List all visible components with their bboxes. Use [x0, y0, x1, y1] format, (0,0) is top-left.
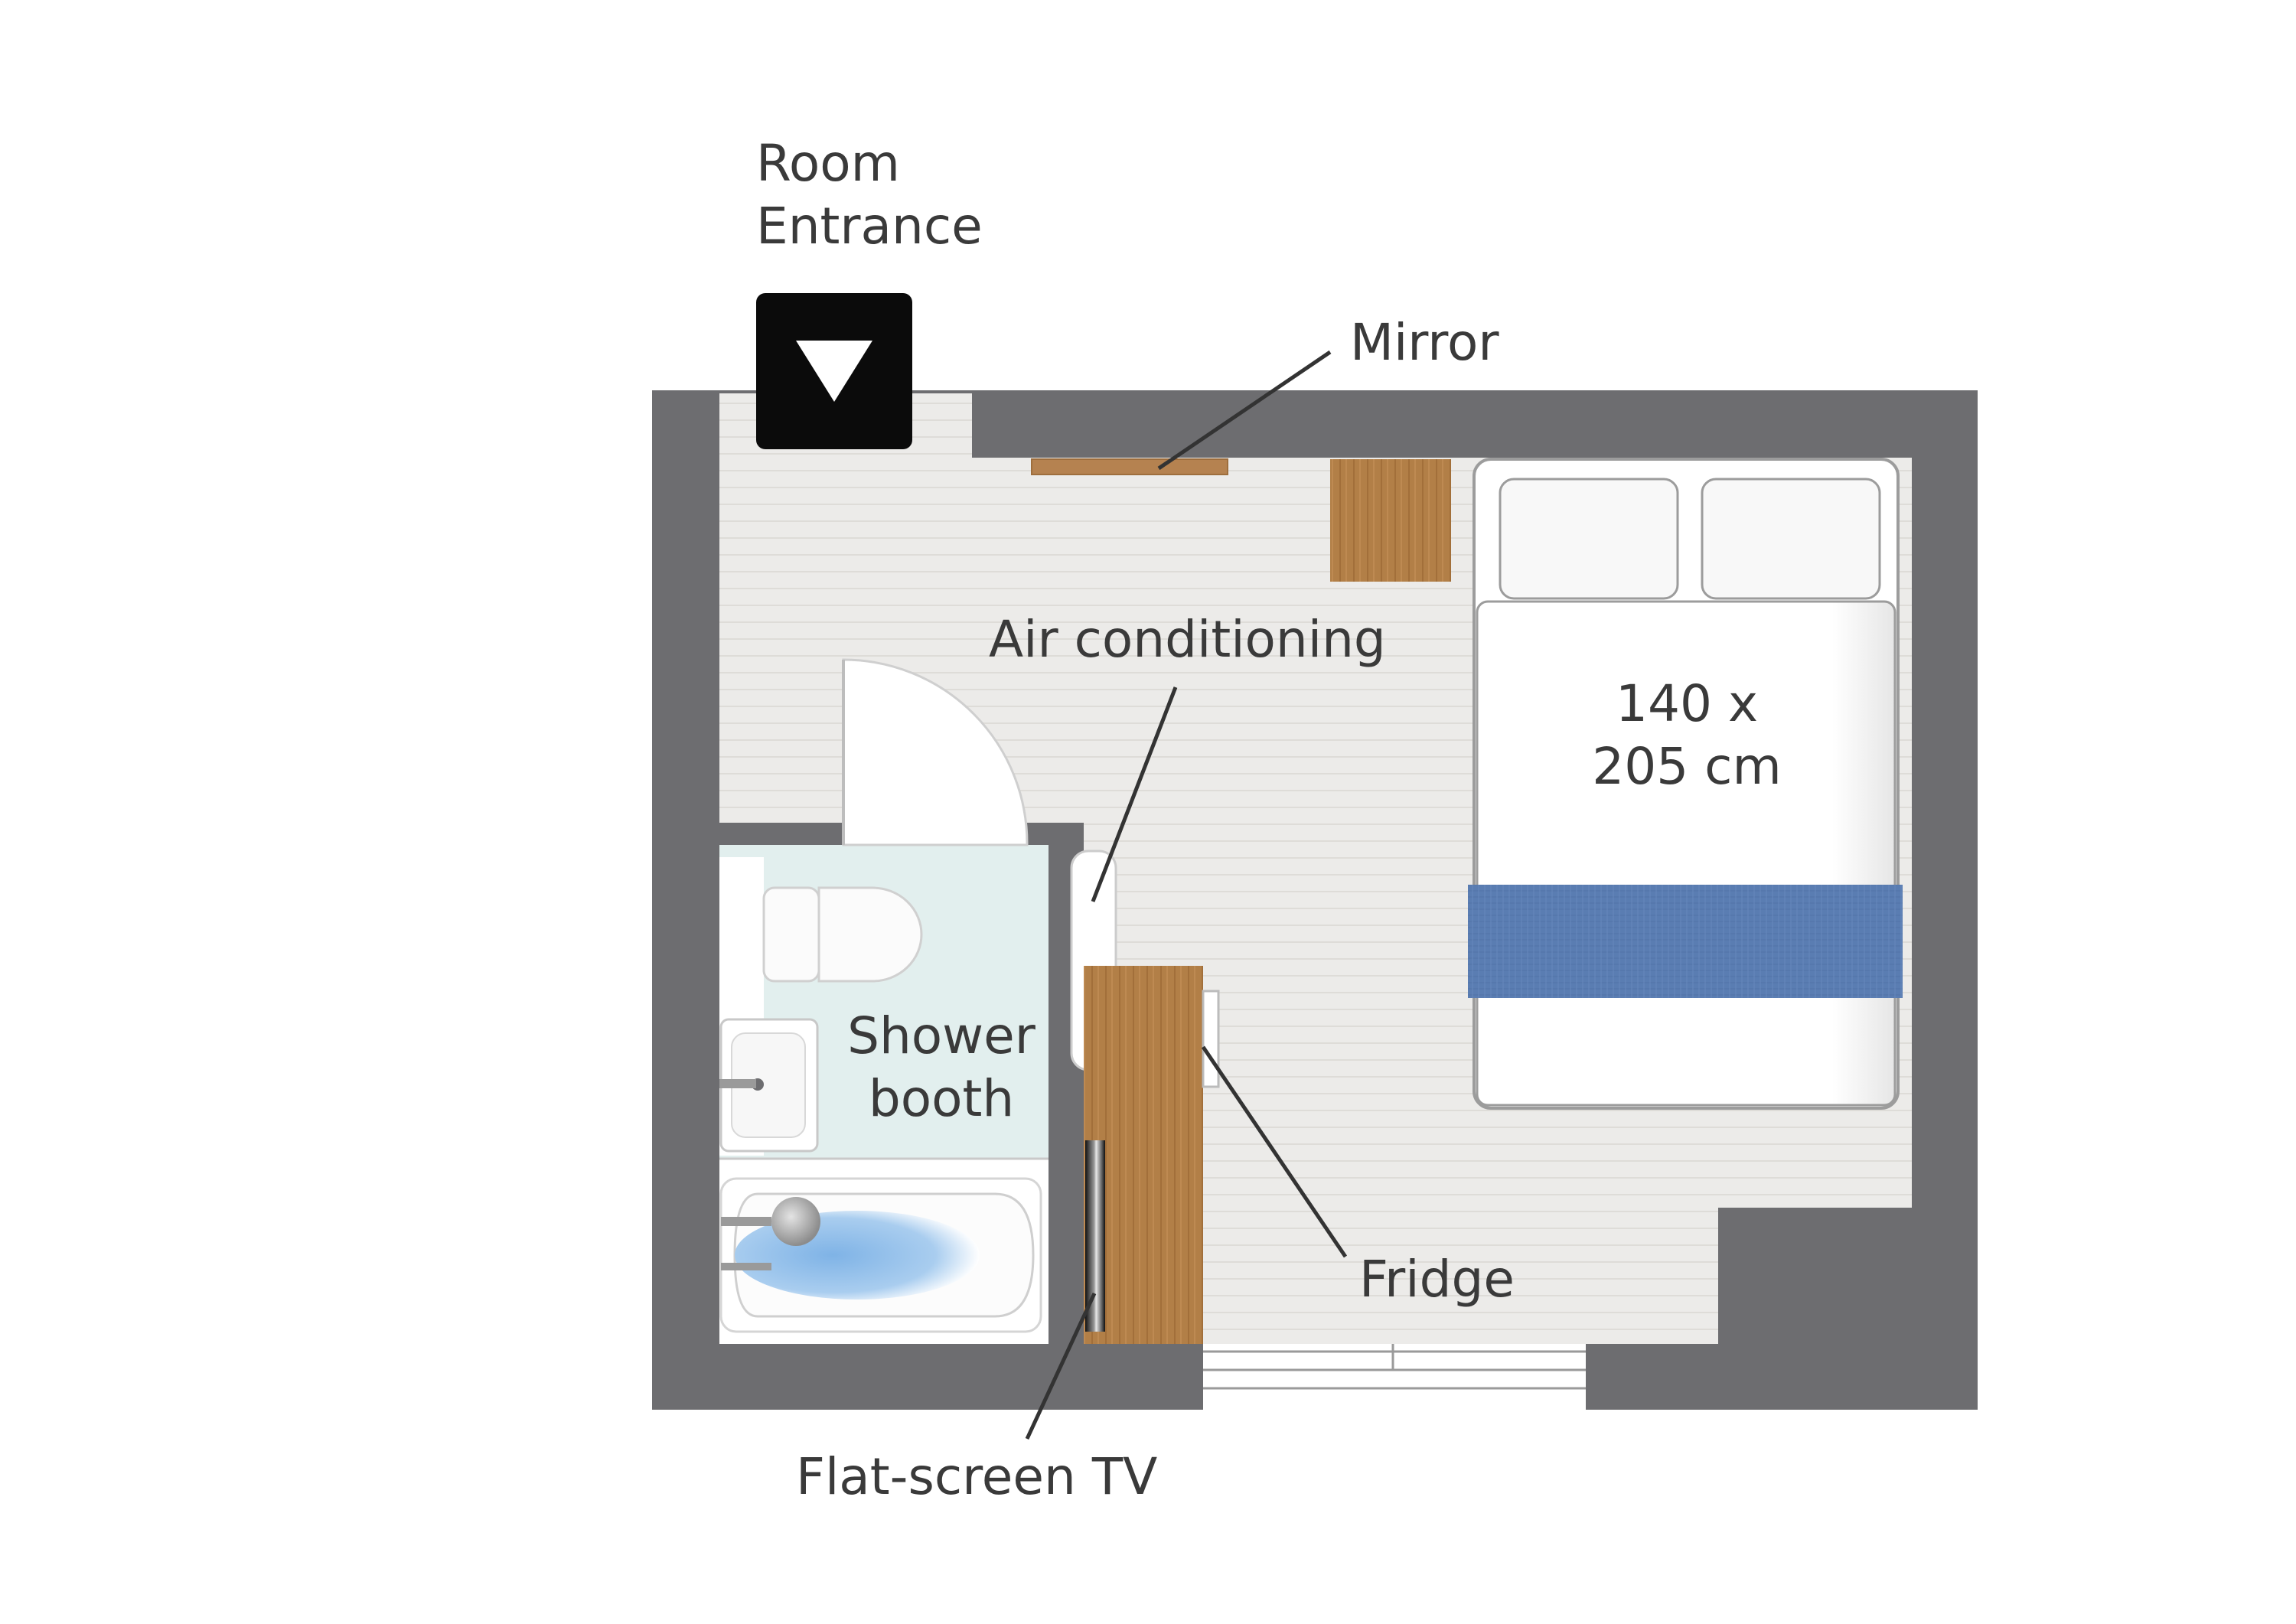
mirror — [1031, 458, 1228, 475]
entrance-label-line2: Entrance — [756, 197, 983, 256]
air-conditioning-label: Air conditioning — [989, 610, 1386, 669]
leader-lines — [1025, 350, 1348, 1440]
entrance-label-line1: Room — [756, 134, 900, 193]
flat-screen-tv — [1085, 1140, 1105, 1332]
bathtub — [719, 1177, 1042, 1333]
toilet — [762, 886, 923, 983]
fridge — [1202, 990, 1220, 1088]
tv-label: Flat-screen TV — [796, 1447, 1157, 1506]
fridge-label: Fridge — [1359, 1250, 1515, 1309]
window — [1203, 1344, 1586, 1411]
entrance-marker[interactable] — [756, 293, 912, 449]
shower-label-line2: booth — [869, 1069, 1014, 1128]
bathroom-door[interactable] — [842, 658, 1029, 846]
bed[interactable] — [1468, 458, 1903, 1110]
bedside-table — [1330, 459, 1451, 582]
down-arrow-icon — [796, 341, 872, 402]
bed-size-line2: 205 cm — [1592, 737, 1782, 796]
mirror-label: Mirror — [1350, 313, 1499, 372]
sink — [719, 1018, 819, 1153]
shower-label-line1: Shower — [847, 1006, 1036, 1065]
bed-size-line1: 140 x — [1616, 674, 1758, 733]
labels: Room Entrance Mirror Air conditioning 14… — [756, 134, 1782, 1506]
